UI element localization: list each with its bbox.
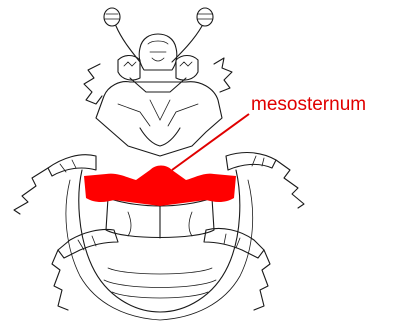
mesosternum-label: mesosternum <box>251 95 366 114</box>
head <box>118 34 198 92</box>
prothorax <box>96 82 222 156</box>
antenna-right <box>172 8 213 62</box>
mesosternum-highlight <box>84 166 236 207</box>
callout-line <box>172 114 249 170</box>
hind-leg-left <box>52 229 118 310</box>
right-foreleg-spines <box>214 58 232 92</box>
left-foreleg-spines <box>84 64 102 104</box>
antenna-left <box>104 8 140 62</box>
hind-leg-right <box>204 228 270 310</box>
middle-leg-left <box>14 155 96 214</box>
